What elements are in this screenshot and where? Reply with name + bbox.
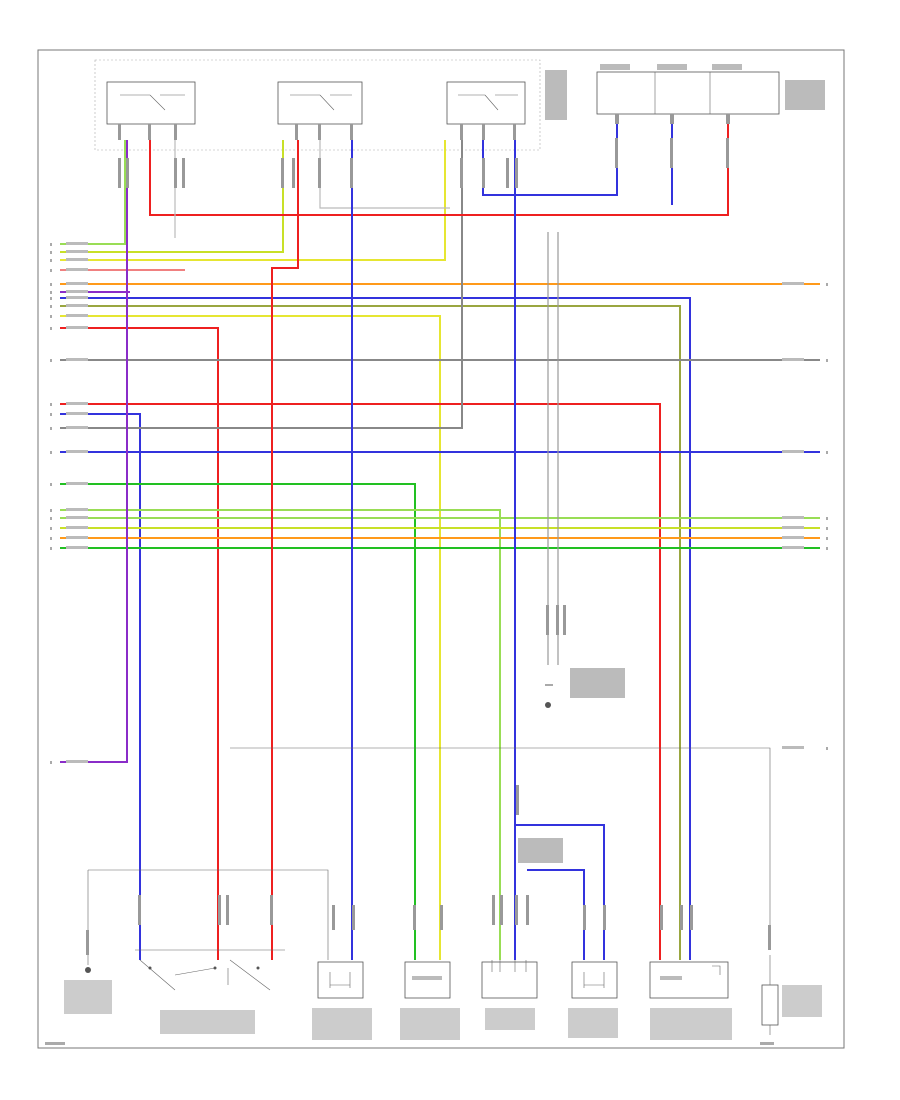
- wire-lightgreen-17: [60, 509, 501, 960]
- ground-symbol-mid: [545, 684, 553, 708]
- wire-label-marks: [66, 64, 825, 863]
- right-terminal-marks: [826, 283, 828, 750]
- component-sensor-1: [312, 961, 372, 1040]
- component-ground-left: [64, 967, 112, 1014]
- wire-olive-8: [60, 305, 681, 960]
- wire-blue-7: [60, 297, 691, 960]
- left-terminal-marks: [50, 243, 52, 764]
- component-combination-switch: [135, 949, 285, 1034]
- wire-group: [60, 120, 820, 960]
- wire-red-10: [60, 327, 219, 960]
- wire-blue-loop-2: [527, 869, 585, 960]
- fuse-block: [596, 71, 780, 124]
- page-ref-right: [760, 1042, 774, 1045]
- component-module-2: [481, 960, 538, 1030]
- top-switch-3: [446, 81, 526, 140]
- wire-red-12: [60, 403, 661, 960]
- wire-green-1: [60, 140, 126, 245]
- page-ref-left: [45, 1042, 65, 1045]
- ground-line-top: [230, 747, 771, 950]
- wire-yellowgreen-2: [60, 140, 284, 253]
- wire-yellow-3: [60, 140, 446, 261]
- component-module-3: [649, 961, 732, 1040]
- wire-red-top: [149, 120, 729, 216]
- component-module-1: [400, 961, 460, 1040]
- component-ground-right: [761, 955, 822, 1035]
- top-switch-2: [277, 81, 363, 140]
- connector-markers: [86, 138, 771, 955]
- wire-gray-14: [60, 140, 463, 429]
- top-switch-1: [106, 81, 196, 140]
- component-sensor-2: [568, 961, 618, 1038]
- wire-green-16: [60, 483, 416, 960]
- ground-line-left: [88, 869, 329, 960]
- wire-red-switch2: [271, 140, 299, 960]
- wire-blue-top: [482, 120, 618, 196]
- diagram-frame: [37, 49, 845, 1049]
- wire-yellow-9: [60, 315, 441, 960]
- switch-enclosure: [94, 59, 541, 151]
